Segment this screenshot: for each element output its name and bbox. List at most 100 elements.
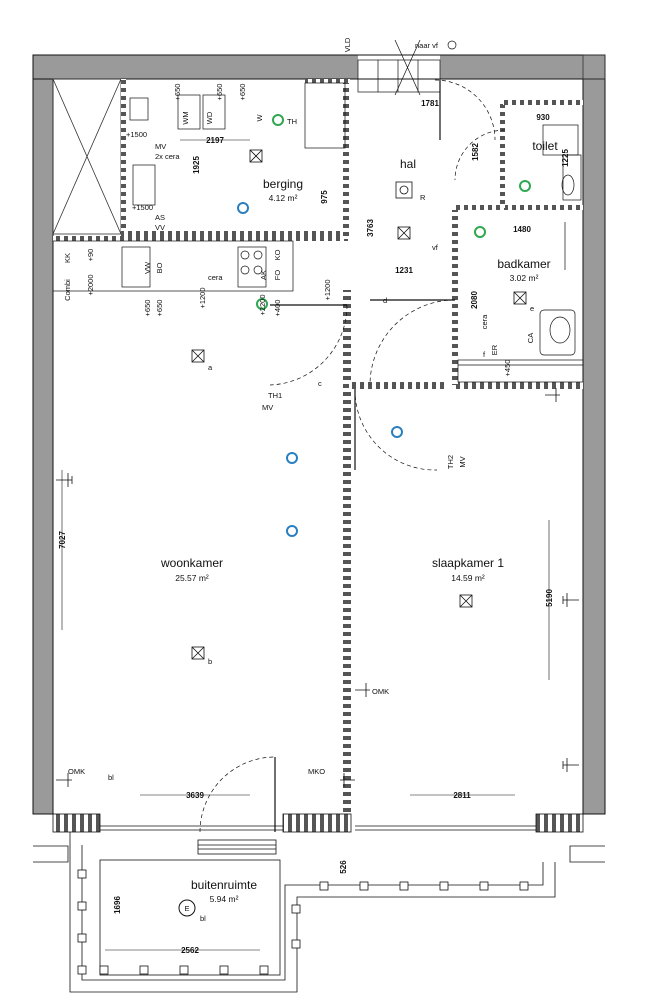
label-plus2000: +2000 (86, 274, 95, 295)
berging-equipment (129, 82, 346, 206)
label-plus1500a: +1500 (126, 130, 147, 139)
label-plus650a: +650 (173, 84, 182, 101)
label-plus1500b: +1500 (132, 203, 153, 212)
label-th1: TH1 (268, 391, 282, 400)
label-ca: CA (526, 333, 535, 343)
label-cera: cera (208, 273, 223, 282)
label-plus450: +450 (503, 360, 512, 377)
dim-930: 930 (536, 113, 550, 122)
label-bl2: bl (200, 914, 206, 923)
label-plus650b: +650 (215, 84, 224, 101)
label-er: ER (490, 344, 499, 355)
dim-3763: 3763 (366, 219, 375, 237)
balcony-posts (77, 869, 529, 975)
dim-2562: 2562 (181, 946, 199, 955)
dim-1225: 1225 (561, 149, 570, 167)
room-name-toilet: toilet (532, 139, 558, 153)
door-leaves (270, 80, 455, 832)
label-vv: VV (155, 223, 165, 232)
label-plus2200: +2200 (258, 294, 267, 315)
outer-wall-caps (32, 54, 606, 815)
label-cera-bad: cera (480, 314, 489, 329)
label-mv3: MV (458, 456, 467, 467)
label-plus650-kitchen-2: +650 (155, 300, 164, 317)
dim-3639: 3639 (186, 791, 204, 800)
label-omk1: OMK (372, 687, 389, 696)
room-name-berging: berging (263, 177, 303, 191)
label-ak: AK (259, 270, 268, 280)
dim-2197: 2197 (206, 136, 224, 145)
label-r: R (420, 193, 426, 202)
label-b: b (208, 657, 212, 666)
label-kk: KK (63, 253, 72, 263)
label-plus90: +90 (86, 249, 95, 262)
label-w: W (255, 114, 264, 122)
label-f: f (483, 350, 486, 359)
dim-975: 975 (320, 190, 329, 204)
dim-2811: 2811 (453, 791, 471, 800)
interior-walls (53, 79, 583, 815)
label-e: e (530, 304, 534, 313)
dim-1480: 1480 (513, 225, 531, 234)
dim-5190: 5190 (545, 589, 554, 607)
label-plus650-kitchen: +650 (143, 300, 152, 317)
label-plus1200a: +1200 (198, 287, 207, 308)
label-mko: MKO (308, 767, 325, 776)
label-as: AS (155, 213, 165, 222)
smoke-detectors (237, 114, 531, 537)
outdoor-light-icon: E (178, 899, 196, 917)
facade-bottom (33, 813, 605, 863)
room-area-badkamer: 3.02 m² (510, 273, 539, 283)
label-mv: MV (155, 142, 166, 151)
label-ko: KO (273, 249, 282, 260)
ceiling-points (191, 149, 527, 660)
label-vf: vf (432, 243, 439, 252)
label-plus400: +400 (273, 300, 282, 317)
room-name-woonkamer: woonkamer (160, 556, 223, 570)
label-bo: BO (155, 262, 164, 273)
bathroom-fixtures (457, 124, 584, 383)
room-area-berging: 4.12 m² (269, 193, 298, 203)
dim-1925: 1925 (192, 156, 201, 174)
label-plus1200b: +1200 (323, 279, 332, 300)
dim-1582: 1582 (471, 143, 480, 161)
room-name-badkamer: badkamer (497, 257, 550, 271)
kitchen-counter (52, 240, 294, 292)
label-vw: VW (143, 261, 152, 274)
dim-1781: 1781 (421, 99, 439, 108)
label-d: d (383, 296, 387, 305)
label-fo: FO (273, 270, 282, 281)
dimension-lines (61, 139, 550, 951)
room-name-slaapkamer: slaapkamer 1 (432, 556, 504, 570)
room-area-woonkamer: 25.57 m² (175, 573, 209, 583)
label-vld: VLD (343, 37, 352, 52)
label-a: a (208, 363, 213, 372)
label-naar-vf: naar vf (415, 41, 439, 50)
room-area-slaapkamer: 14.59 m² (451, 573, 485, 583)
label-bl1: bl (108, 773, 114, 782)
dim-1231: 1231 (395, 266, 413, 275)
label-2x-cera: 2x cera (155, 152, 180, 161)
label-combi: Combi (63, 279, 72, 301)
socket-symbols (56, 388, 579, 787)
dim-526: 526 (339, 860, 348, 874)
dim-7027: 7027 (58, 531, 67, 549)
room-area-buitenruimte: 5.94 m² (210, 894, 239, 904)
door-swings (199, 79, 506, 833)
room-name-buitenruimte: buitenruimte (191, 878, 257, 892)
label-wm: WM (181, 111, 190, 124)
label-mv2: MV (262, 403, 273, 412)
stairs-top (348, 39, 457, 96)
label-th2: TH2 (446, 455, 455, 469)
dim-1696: 1696 (113, 896, 122, 914)
label-omk2: OMK (68, 767, 85, 776)
room-name-hal: hal (400, 157, 416, 171)
label-th: TH (287, 117, 297, 126)
label-e-outdoor: E (184, 904, 189, 913)
label-wd: WD (205, 111, 214, 124)
outer-walls (33, 55, 605, 814)
label-c: c (318, 379, 322, 388)
label-plus650c: +650 (238, 84, 247, 101)
dim-2080: 2080 (470, 291, 479, 309)
